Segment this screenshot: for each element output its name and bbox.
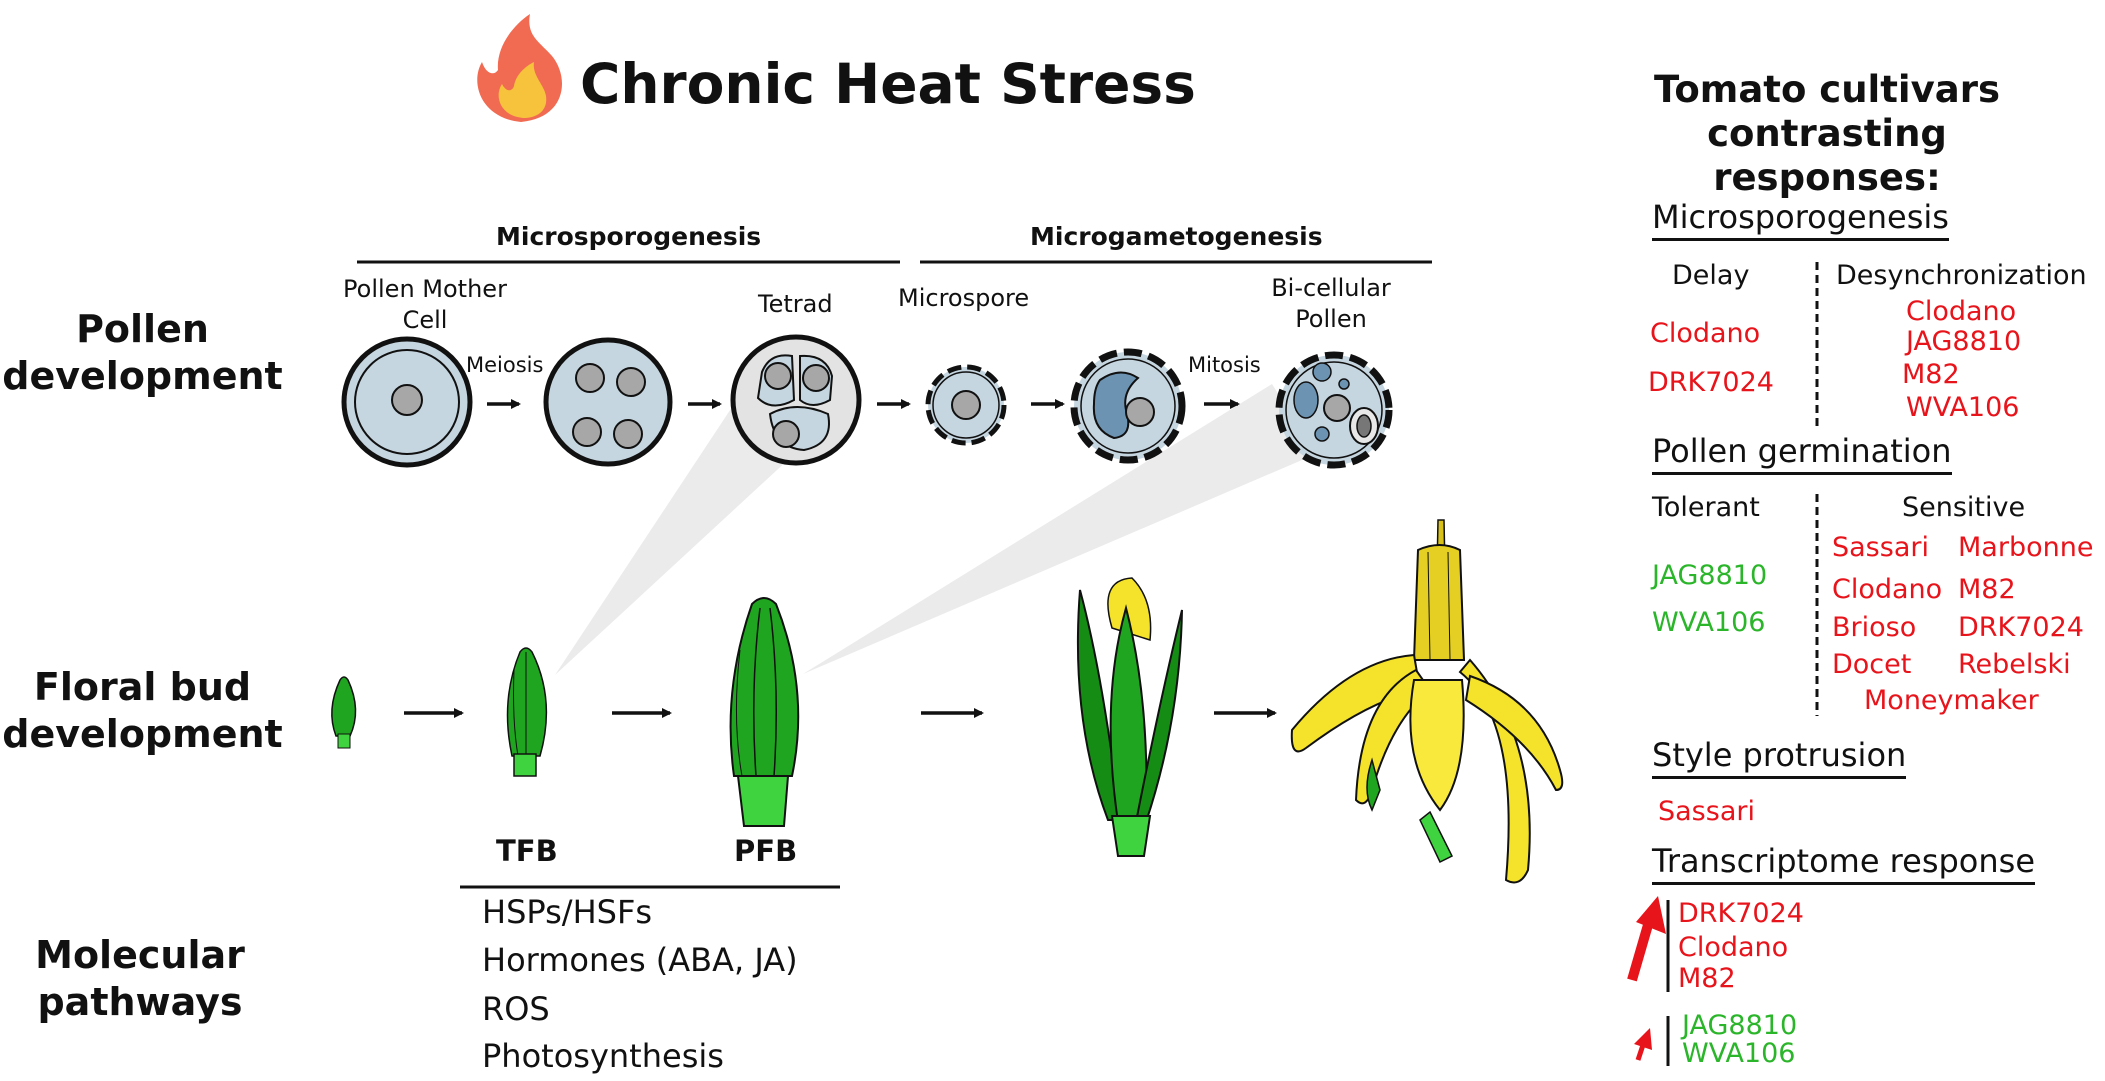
tfb-zoom-cone: [555, 392, 803, 675]
col-tolerant: Tolerant: [1652, 492, 1760, 523]
pfb-bud: [729, 597, 800, 827]
young-bud: [331, 676, 357, 749]
section-microsporogenesis: Microsporogenesis: [1652, 198, 1949, 241]
row-label-pollen: Pollen development: [2, 307, 283, 398]
cultivar-sensitive: Brioso: [1832, 612, 1917, 643]
pathway-item: HSPs/HSFs: [482, 893, 653, 931]
cultivar-delay: DRK7024: [1648, 367, 1774, 398]
cultivar-sensitive: Marbonne: [1958, 532, 2094, 563]
row-label-molecular: Molecular pathways: [35, 933, 245, 1024]
col-desynchronization: Desynchronization: [1836, 260, 2087, 291]
section-pollen-germination: Pollen germination: [1652, 432, 1952, 475]
pathway-item: Hormones (ABA, JA): [482, 941, 798, 979]
cultivar-delay: Clodano: [1650, 318, 1761, 349]
cultivar-sensitive: DRK7024: [1958, 612, 2084, 643]
meiotic-cell: [543, 337, 673, 467]
process-label-mitosis: Mitosis: [1188, 353, 1261, 377]
stage-label-pmc: Pollen Mother Cell: [343, 275, 507, 334]
bud-label-tfb: TFB: [496, 834, 558, 868]
bud-label-pfb: PFB: [734, 834, 798, 868]
open-flower: [1290, 519, 1564, 884]
tetrad-cell: [730, 334, 862, 466]
cultivar-desync: M82: [1902, 359, 1960, 390]
col-sensitive: Sensitive: [1902, 492, 2026, 523]
cultivar-strong-response: DRK7024: [1678, 898, 1804, 929]
cultivar-sensitive: Sassari: [1832, 532, 1929, 563]
pfb-zoom-cone: [803, 384, 1316, 674]
opening-bud: [1076, 577, 1183, 857]
bicellular-pollen: [1275, 351, 1393, 469]
cultivar-tolerant: JAG8810: [1652, 560, 1768, 591]
cultivar-desync: JAG8810: [1906, 326, 2022, 357]
cultivar-style: Sassari: [1658, 796, 1755, 827]
cultivar-sensitive: Clodano: [1832, 574, 1943, 605]
phase-microsporogenesis: Microsporogenesis: [496, 222, 762, 251]
stage-label-bicellular: Bi-cellular Pollen: [1271, 274, 1391, 333]
cultivar-sensitive: Docet: [1832, 649, 1912, 680]
weak-response-arrow: [1634, 1028, 1652, 1061]
pathway-item: Photosynthesis: [482, 1037, 724, 1075]
cultivar-sensitive: Moneymaker: [1864, 685, 2039, 716]
strong-response-arrow: [1627, 896, 1666, 982]
cultivar-strong-response: M82: [1678, 963, 1736, 994]
cultivar-strong-response: Clodano: [1678, 932, 1789, 963]
section-style-protrusion: Style protrusion: [1652, 736, 1907, 779]
right-panel-title: Tomato cultivars contrasting responses:: [1654, 68, 2000, 199]
col-delay: Delay: [1672, 260, 1750, 291]
cultivar-weak-response: JAG8810: [1682, 1010, 1798, 1041]
cultivar-sensitive: Rebelski: [1958, 649, 2071, 680]
cultivar-sensitive: M82: [1958, 574, 2016, 605]
row-label-bud: Floral bud development: [2, 665, 283, 756]
pollen-mother-cell: [341, 336, 473, 468]
pathway-item: ROS: [482, 990, 550, 1028]
process-label-meiosis: Meiosis: [466, 353, 544, 377]
microspore-cell: [925, 364, 1007, 446]
stage-label-tetrad: Tetrad: [758, 290, 833, 318]
diagram-title: Chronic Heat Stress: [580, 52, 1196, 116]
tfb-bud: [506, 647, 548, 777]
stage-label-microspore: Microspore: [898, 284, 1030, 312]
section-transcriptome: Transcriptome response: [1652, 842, 2036, 885]
cultivar-desync: WVA106: [1906, 392, 2020, 423]
cultivar-desync: Clodano: [1906, 296, 2017, 327]
cultivar-tolerant: WVA106: [1652, 607, 1766, 638]
cultivar-weak-response: WVA106: [1682, 1038, 1796, 1069]
flame-icon: [477, 14, 563, 122]
vacuolated-microspore: [1070, 348, 1186, 464]
phase-microgametogenesis: Microgametogenesis: [1030, 222, 1323, 251]
